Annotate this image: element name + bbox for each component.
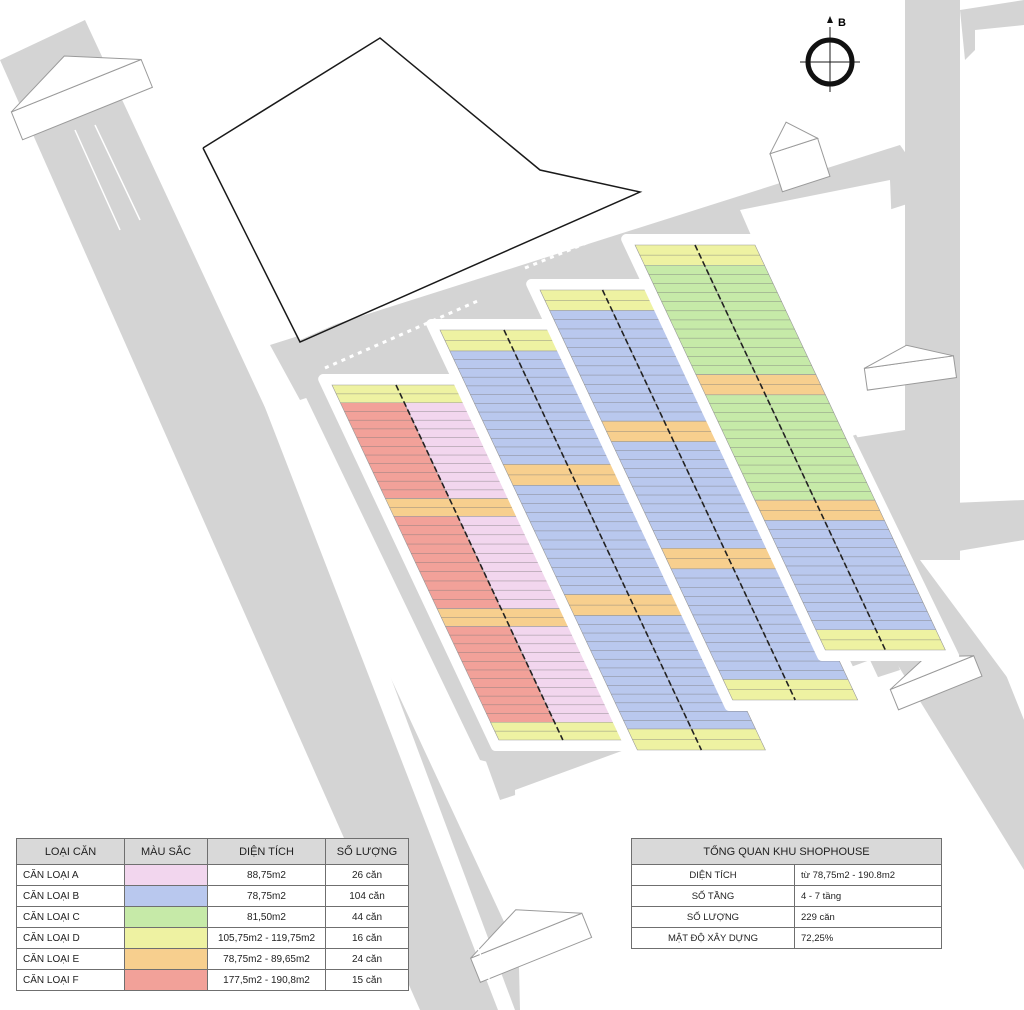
far-east-lot-lower xyxy=(920,560,1024,700)
legend-area: 78,75m2 xyxy=(207,885,326,907)
legend-type: CĂN LOẠI A xyxy=(16,864,125,886)
summary-header: TỔNG QUAN KHU SHOPHOUSE xyxy=(631,838,942,865)
summary-value: 4 - 7 tầng xyxy=(794,885,942,907)
legend-row-e: CĂN LOẠI E 78,75m2 - 89,65m2 24 căn xyxy=(16,948,409,970)
legend-type: CĂN LOẠI B xyxy=(16,885,125,907)
legend-row-d: CĂN LOẠI D 105,75m2 - 119,75m2 16 căn xyxy=(16,927,409,949)
legend-type: CĂN LOẠI E xyxy=(16,948,125,970)
legend-count: 104 căn xyxy=(325,885,409,907)
legend-swatch xyxy=(124,969,208,991)
legend-row-b: CĂN LOẠI B 78,75m2 104 căn xyxy=(16,885,409,907)
legend-header-area: DIỆN TÍCH xyxy=(207,838,326,865)
east-spur xyxy=(905,500,1024,560)
legend-header-color: MÀU SẮC xyxy=(124,838,208,865)
east-road xyxy=(905,0,960,560)
legend-header: LOẠI CĂN MÀU SẮC DIỆN TÍCH SỐ LƯỢNG xyxy=(16,838,409,865)
legend-swatch xyxy=(124,948,208,970)
swatch-c xyxy=(125,907,207,927)
legend-swatch xyxy=(124,927,208,949)
summary-key: SỐ TẦNG xyxy=(631,885,795,907)
legend-swatch xyxy=(124,864,208,886)
entrance-gate-nw xyxy=(10,55,154,141)
summary-key: DIỆN TÍCH xyxy=(631,864,795,886)
legend-row-c: CĂN LOẠI C 81,50m2 44 căn xyxy=(16,906,409,928)
legend-area: 78,75m2 - 89,65m2 xyxy=(207,948,326,970)
legend-type: CĂN LOẠI F xyxy=(16,969,125,991)
legend-count: 24 căn xyxy=(325,948,409,970)
legend-count: 16 căn xyxy=(325,927,409,949)
entrance-gate-n xyxy=(769,121,831,193)
shophouse-blocks xyxy=(318,234,960,761)
south-lot xyxy=(515,660,940,1010)
lane-markings xyxy=(74,124,501,1010)
summary-row: SỐ TẦNG 4 - 7 tầng xyxy=(631,885,942,907)
highway-divider xyxy=(150,100,515,1010)
swatch-f xyxy=(125,970,207,990)
entrance-gate-s xyxy=(469,909,593,983)
legend-area: 105,75m2 - 119,75m2 xyxy=(207,927,326,949)
legend-type: CĂN LOẠI D xyxy=(16,927,125,949)
legend-swatch xyxy=(124,906,208,928)
block-3 xyxy=(526,279,872,711)
summary-row: DIỆN TÍCH từ 78,75m2 - 190.8m2 xyxy=(631,864,942,886)
legend-count: 15 căn xyxy=(325,969,409,991)
summary-key: MẬT ĐỘ XÂY DỰNG xyxy=(631,927,795,949)
north-lot xyxy=(110,20,640,340)
east-lot xyxy=(740,180,900,440)
swatch-d xyxy=(125,928,207,948)
summary-value: từ 78,75m2 - 190.8m2 xyxy=(794,864,942,886)
legend-row-a: CĂN LOẠI A 88,75m2 26 căn xyxy=(16,864,409,886)
legend-count: 44 căn xyxy=(325,906,409,928)
block-2 xyxy=(426,319,780,761)
site-boundary xyxy=(202,37,643,343)
entrance-gate-e xyxy=(863,344,958,391)
summary-key: SỐ LƯỢNG xyxy=(631,906,795,928)
legend-header-type: LOẠI CĂN xyxy=(16,838,125,865)
legend-area: 88,75m2 xyxy=(207,864,326,886)
legend-area: 81,50m2 xyxy=(207,906,326,928)
parking-stalls xyxy=(324,166,781,370)
south-east-road xyxy=(870,600,1024,870)
unit-type-legend: LOẠI CĂN MÀU SẮC DIỆN TÍCH SỐ LƯỢNG CĂN … xyxy=(16,838,409,991)
legend-row-f: CĂN LOẠI F 177,5m2 - 190,8m2 15 căn xyxy=(16,969,409,991)
legend-type: CĂN LOẠI C xyxy=(16,906,125,928)
summary-row: SỐ LƯỢNG 229 căn xyxy=(631,906,942,928)
block-1 xyxy=(318,374,641,751)
block-1-spine xyxy=(395,384,564,741)
legend-count: 26 căn xyxy=(325,864,409,886)
block-2-spine xyxy=(503,329,703,751)
swatch-a xyxy=(125,865,207,885)
legend-area: 177,5m2 - 190,8m2 xyxy=(207,969,326,991)
summary-value: 72,25% xyxy=(794,927,942,949)
summary-row: MẬT ĐỘ XÂY DỰNG 72,25% xyxy=(631,927,942,949)
north-compass: B xyxy=(800,16,860,92)
legend-header-count: SỐ LƯỢNG xyxy=(325,838,409,865)
summary-value: 229 căn xyxy=(794,906,942,928)
swatch-b xyxy=(125,886,207,906)
block-3-spine xyxy=(601,289,796,701)
shophouse-summary: TỔNG QUAN KHU SHOPHOUSE DIỆN TÍCH từ 78,… xyxy=(631,838,942,949)
swatch-e xyxy=(125,949,207,969)
compass-label: B xyxy=(838,17,846,29)
far-east-lot xyxy=(975,25,1024,500)
block-4 xyxy=(621,234,960,661)
summary-title: TỔNG QUAN KHU SHOPHOUSE xyxy=(631,838,942,865)
legend-swatch xyxy=(124,885,208,907)
block-4-spine xyxy=(694,244,887,651)
